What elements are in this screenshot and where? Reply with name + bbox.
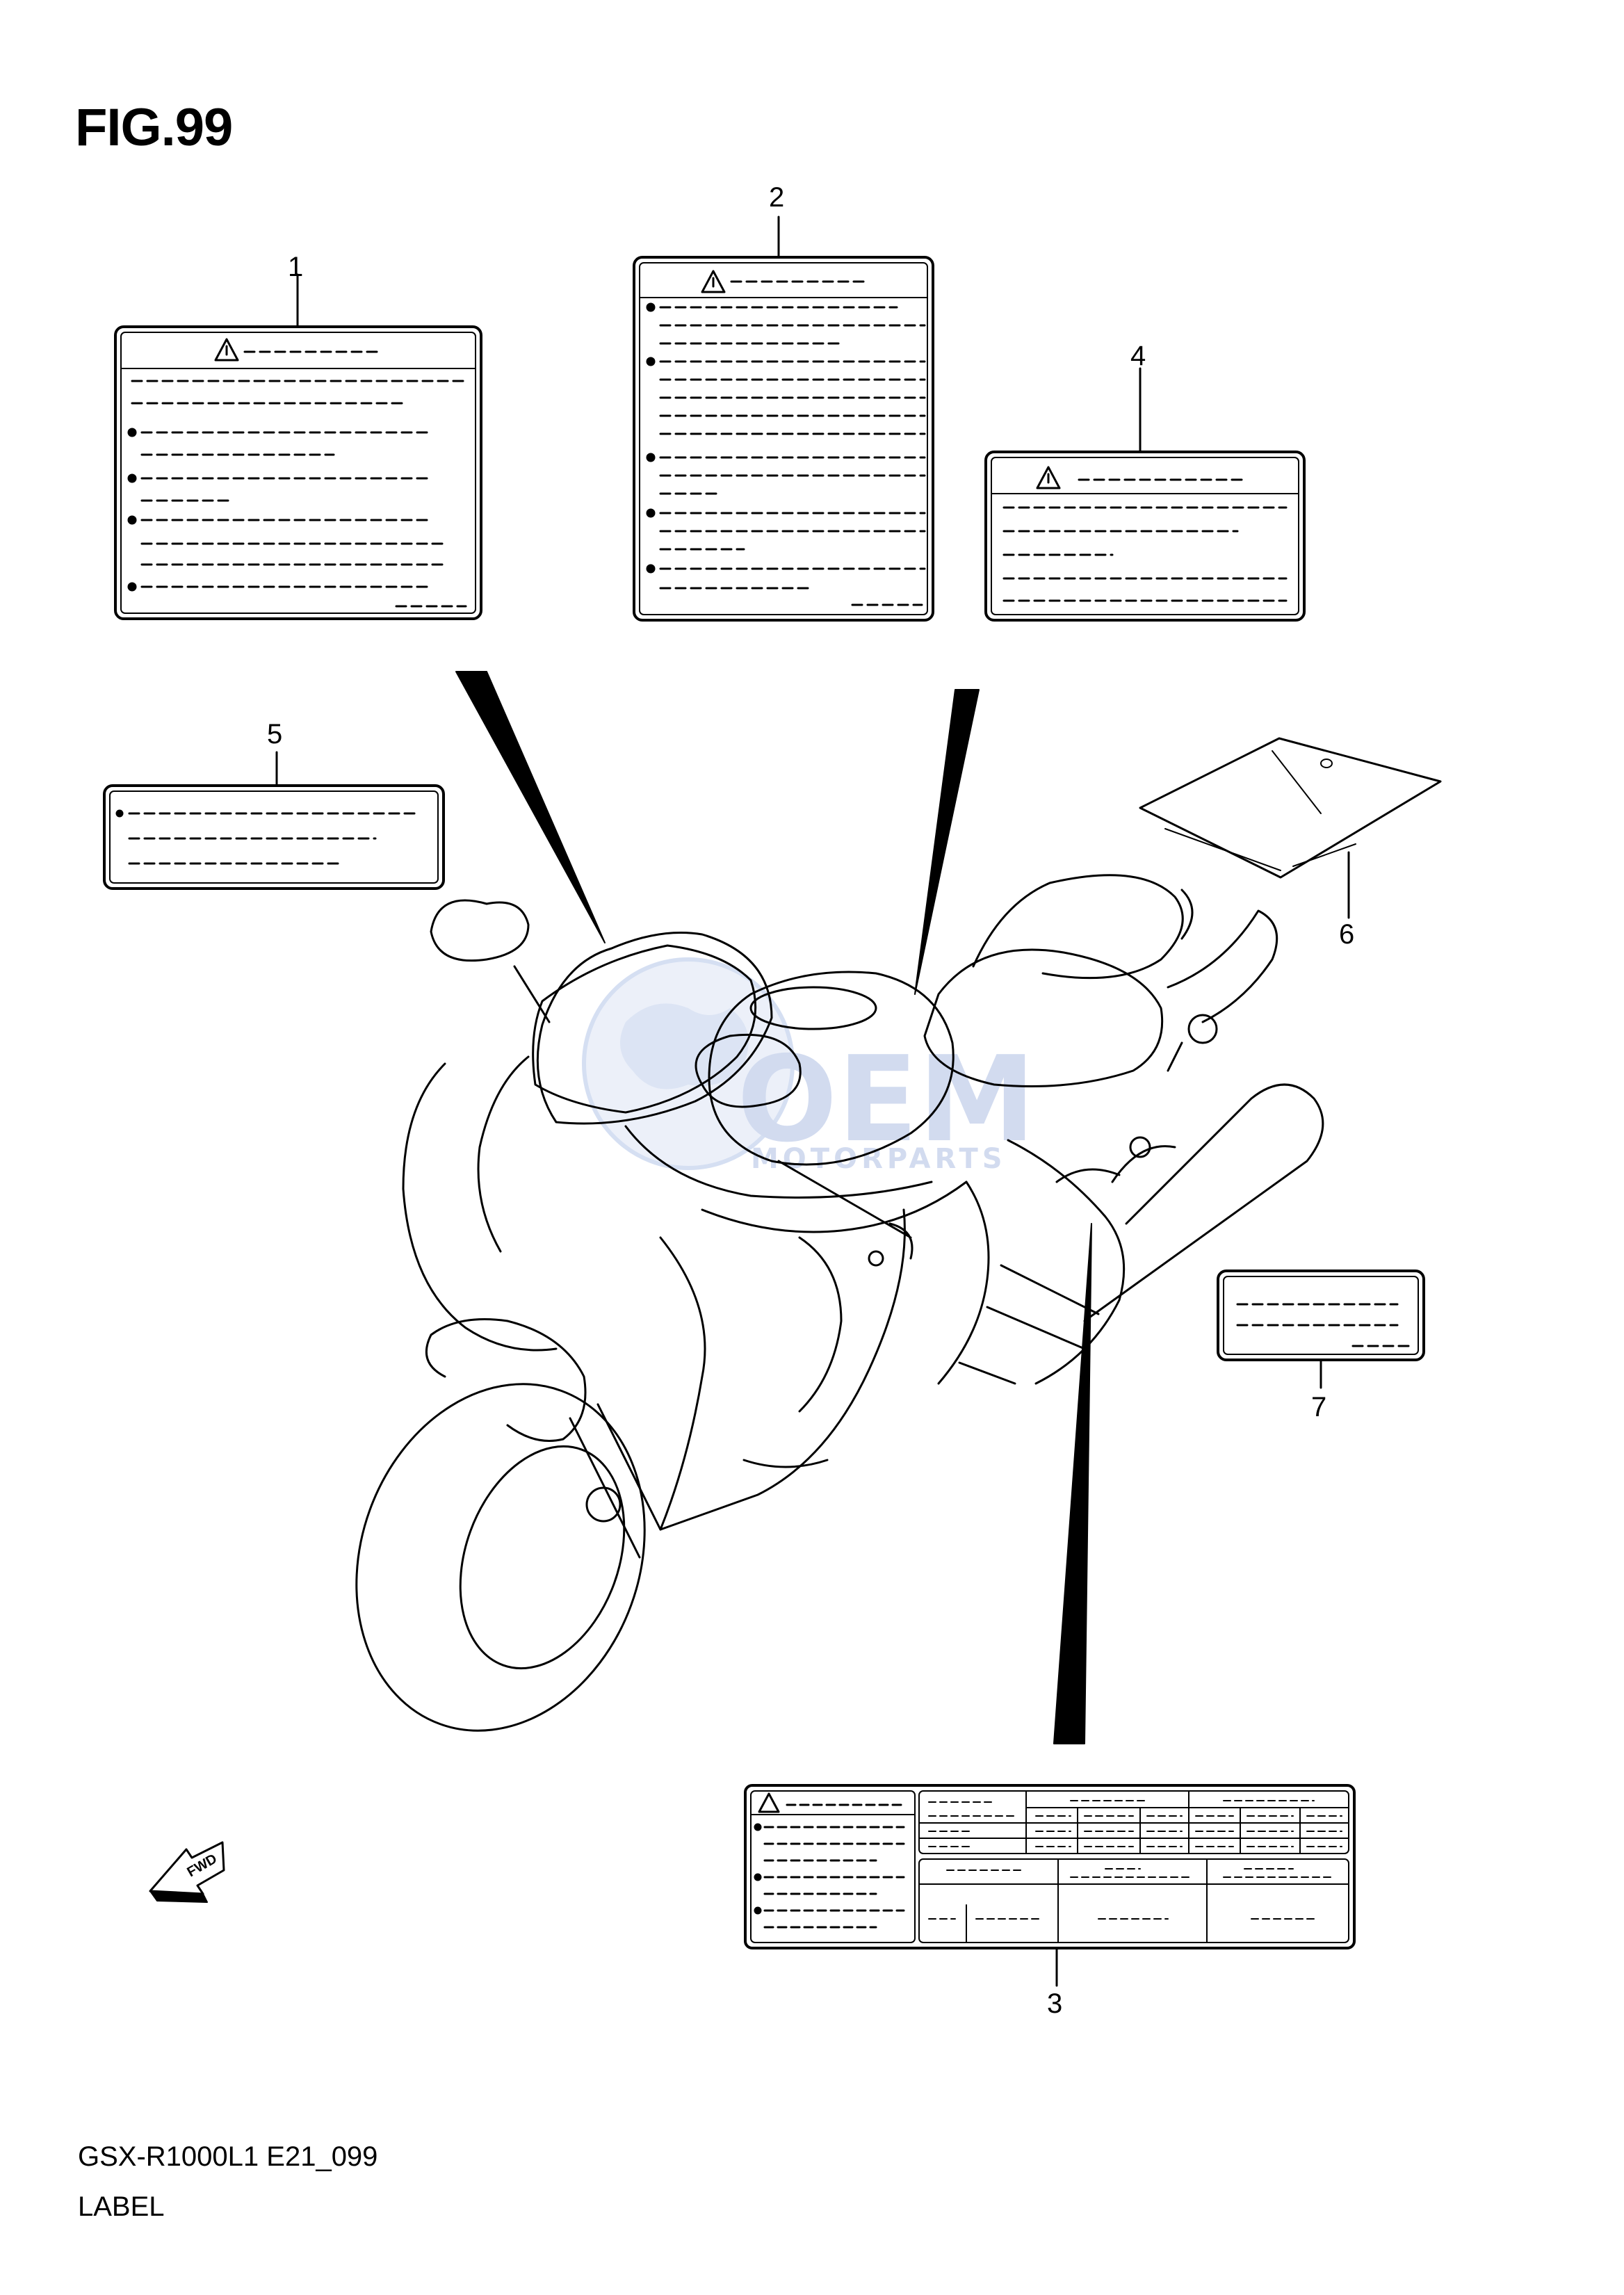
callout-1: 1 (288, 252, 304, 282)
warning-triangle-icon (1036, 466, 1061, 489)
warning-triangle-icon (758, 1792, 780, 1813)
pointer-wedge-label-2 (914, 689, 980, 995)
callout-2: 2 (769, 182, 785, 213)
callout-6: 6 (1339, 919, 1355, 950)
pointer-wedge-label-3 (1053, 1223, 1092, 1744)
label-part-7[interactable] (1217, 1270, 1425, 1389)
figure-title: FIG.99 (75, 98, 233, 157)
label-part-5[interactable] (103, 751, 445, 890)
oem-watermark: OEM MOTORPARTS (582, 957, 1036, 1175)
callout-7: 7 (1311, 1392, 1327, 1422)
figure-description: LABEL (78, 2191, 165, 2222)
warning-triangle-icon (214, 338, 239, 362)
warning-triangle-icon (701, 270, 726, 293)
callout-3: 3 (1047, 1988, 1063, 2019)
pointer-wedge-label-1 (455, 671, 606, 943)
motorcycle-outline (355, 874, 1324, 1732)
label-part-6[interactable] (1139, 737, 1442, 919)
callout-5: 5 (267, 719, 283, 749)
label-part-2[interactable] (633, 216, 934, 622)
label-part-4[interactable] (984, 367, 1306, 622)
callout-4: 4 (1130, 341, 1146, 371)
label-part-1[interactable] (114, 273, 482, 620)
watermark-subtitle: MOTORPARTS (751, 1143, 1007, 1175)
fwd-arrow-icon: FWD (149, 1841, 225, 1903)
label-part-3[interactable] (744, 1784, 1356, 1987)
model-code: GSX-R1000L1 E21_099 (78, 2141, 378, 2172)
